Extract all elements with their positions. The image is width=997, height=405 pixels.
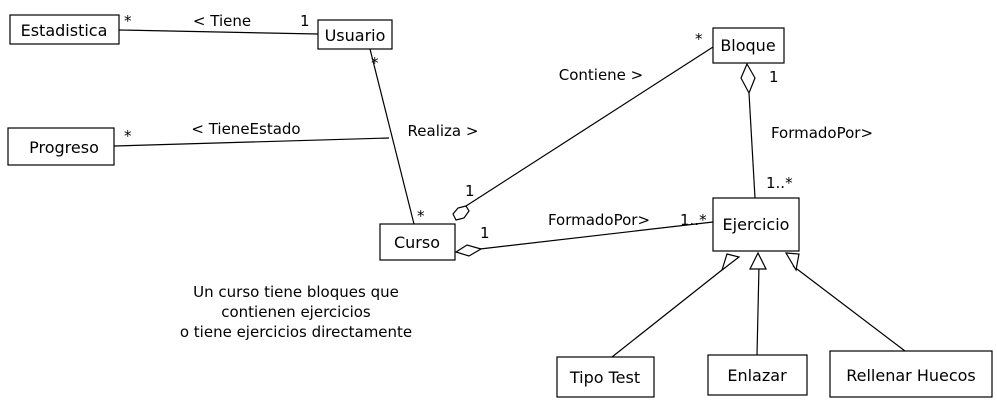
edge-enlazar-inherits (756, 265, 760, 356)
mult-realiza-curso: * (417, 207, 425, 225)
label-tiene-estado: < TieneEstado (191, 120, 300, 138)
label-tiene: < Tiene (193, 12, 251, 30)
class-estadistica[interactable]: Estadistica (9, 14, 120, 45)
class-ejercicio-label: Ejercicio (723, 215, 790, 234)
curso-bloque-aggregation-diamond (452, 205, 470, 221)
curso-ejercicio-aggregation-diamond (454, 244, 483, 257)
mult-tiene-estado-progreso: * (124, 127, 132, 145)
generalization-triangle-rellenar (784, 252, 800, 272)
mult-formado-por-curso-ejercicio: 1..* (680, 211, 707, 229)
mult-realiza-usuario: * (371, 54, 379, 72)
edge-tiene-estado (113, 137, 390, 147)
generalization-triangle-tipo-test (720, 253, 741, 272)
mult-tiene-usuario: 1 (300, 12, 310, 30)
class-tipo-test[interactable]: Tipo Test (556, 356, 655, 398)
class-progreso-label: Progreso (29, 138, 99, 157)
class-ejercicio[interactable]: Ejercicio (712, 197, 800, 252)
note-line-2: contienen ejercicios (221, 303, 371, 321)
class-usuario[interactable]: Usuario (317, 19, 393, 50)
class-rellenar-huecos-label: Rellenar Huecos (846, 366, 976, 385)
edge-contiene (465, 46, 714, 207)
mult-formado-por-bloque-ejercicio: 1..* (766, 174, 793, 192)
edge-formado-por-bloque (748, 92, 756, 199)
mult-formado-por-curso-curso: 1 (480, 224, 490, 242)
edge-realiza (369, 48, 415, 225)
class-enlazar-label: Enlazar (727, 366, 787, 385)
class-bloque[interactable]: Bloque (712, 27, 785, 64)
mult-tiene-estadistica: * (124, 12, 132, 30)
generalization-triangle-enlazar (749, 251, 767, 270)
edge-tiene (118, 29, 319, 35)
class-usuario-label: Usuario (325, 26, 386, 45)
class-curso-label: Curso (394, 233, 440, 252)
class-progreso[interactable]: Progreso (7, 127, 115, 166)
mult-contiene-curso: 1 (465, 182, 475, 200)
note-line-3: o tiene ejercicios directamente (180, 323, 412, 341)
class-enlazar[interactable]: Enlazar (707, 354, 808, 396)
bloque-aggregation-diamond (740, 62, 756, 95)
class-rellenar-huecos[interactable]: Rellenar Huecos (829, 350, 993, 398)
label-realiza: Realiza > (408, 122, 479, 140)
edge-formado-por-curso (479, 221, 714, 250)
edge-tipo-test-inherits (611, 265, 728, 358)
label-formado-por-bloque: FormadoPor> (771, 124, 873, 142)
mult-formado-por-bloque-bloque: 1 (769, 68, 779, 86)
class-bloque-label: Bloque (720, 36, 775, 55)
edge-rellenar-inherits (792, 265, 906, 352)
class-estadistica-label: Estadistica (21, 21, 108, 40)
mult-contiene-bloque: * (695, 30, 703, 48)
note-line-1: Un curso tiene bloques que (193, 283, 399, 301)
class-tipo-test-label: Tipo Test (569, 368, 640, 387)
label-formado-por-curso: FormadoPor> (548, 211, 650, 229)
class-curso[interactable]: Curso (379, 223, 456, 261)
label-contiene: Contiene > (559, 66, 644, 84)
